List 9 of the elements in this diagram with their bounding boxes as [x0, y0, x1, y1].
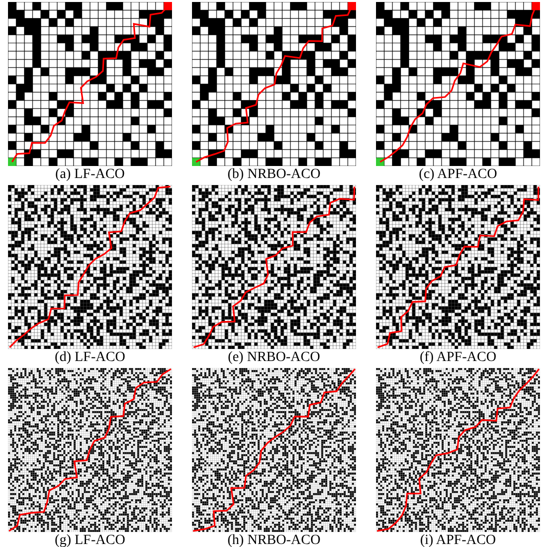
panel-caption: (e) NRBO-ACO [226, 350, 322, 366]
panel-caption: (g) LF-ACO [54, 533, 126, 547]
panel-caption: (b) NRBO-ACO [226, 167, 322, 183]
panel-caption: (a) LF-ACO [54, 167, 126, 183]
panel-caption: (f) APF-ACO [418, 350, 498, 366]
panel-caption: (i) APF-ACO [419, 533, 497, 547]
panel-caption: (h) NRBO-ACO [226, 533, 322, 547]
panel-caption: (d) LF-ACO [54, 350, 126, 366]
panel-caption: (c) APF-ACO [418, 167, 498, 183]
